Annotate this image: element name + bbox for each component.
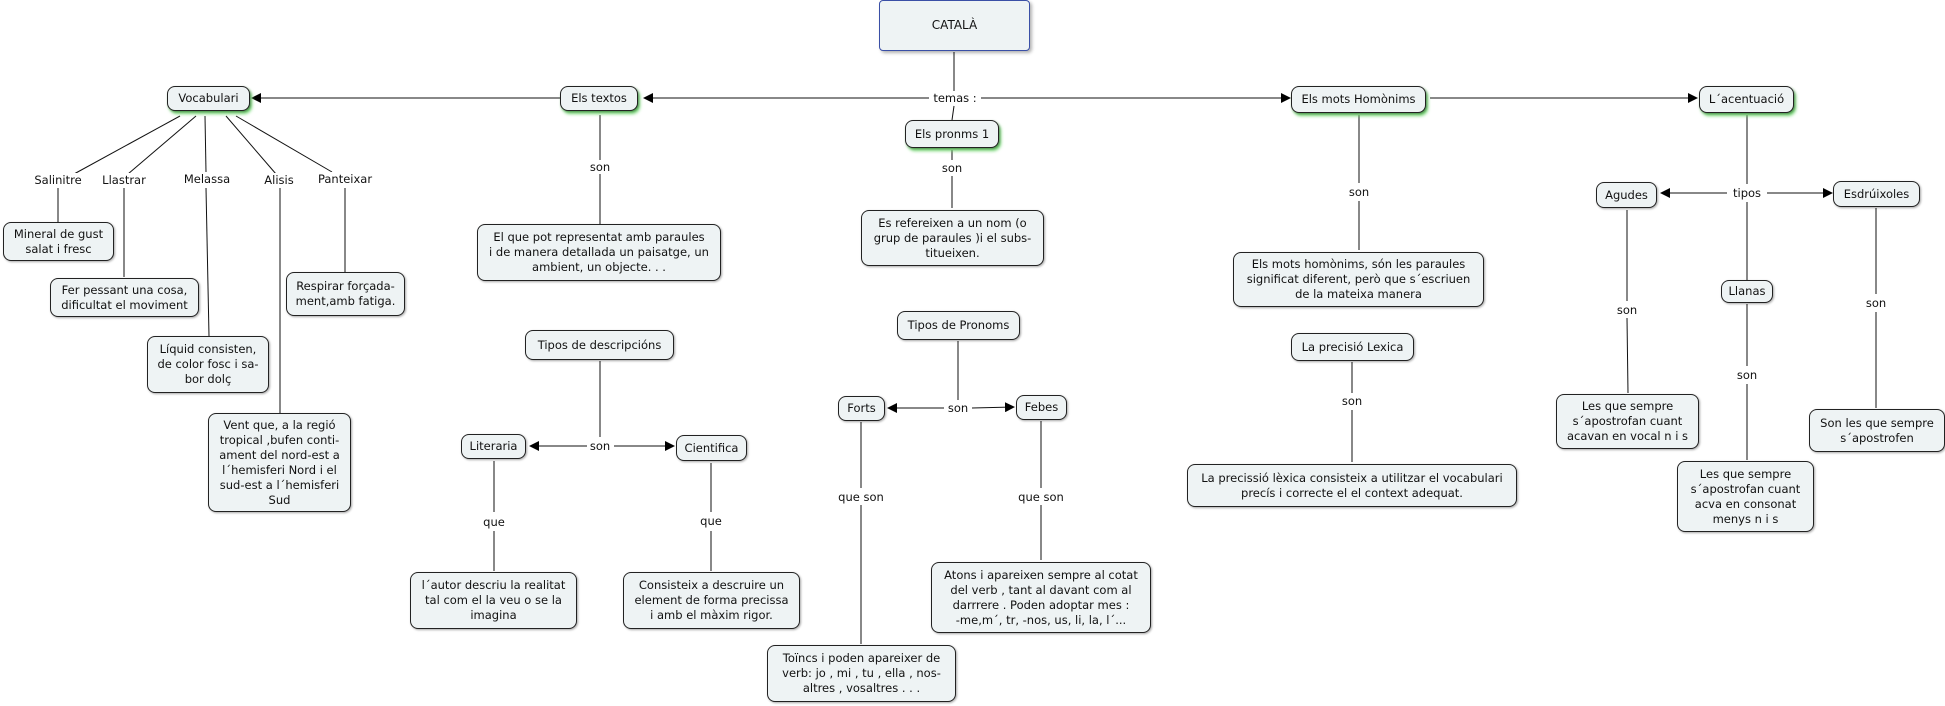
link-cientifica-que: que — [698, 514, 724, 528]
node-literaria[interactable]: Literaria — [461, 434, 526, 459]
root-node[interactable]: CATALÀ — [879, 0, 1030, 51]
node-llanas[interactable]: Llanas — [1721, 280, 1773, 303]
term-llastrar: Llastrar — [100, 173, 148, 187]
link-textos-son: son — [587, 160, 613, 174]
node-tipos-pronoms[interactable]: Tipos de Pronoms — [897, 311, 1020, 340]
term-melassa: Melassa — [181, 172, 233, 186]
node-agudes[interactable]: Agudes — [1596, 182, 1657, 208]
def-els-textos[interactable]: El que pot representat amb paraules i de… — [477, 224, 721, 281]
link-llanas-son: son — [1734, 368, 1760, 382]
node-els-textos[interactable]: Els textos — [560, 86, 638, 111]
def-precisio-lexica[interactable]: La precissió lèxica consisteix a utilitz… — [1187, 464, 1517, 507]
term-salinitre: Salinitre — [32, 173, 84, 187]
node-febes[interactable]: Febes — [1016, 395, 1067, 420]
node-cientifica[interactable]: Cientifica — [676, 435, 747, 461]
def-mots-homonims[interactable]: Els mots homònims, són les paraules sign… — [1233, 252, 1484, 307]
node-tipos-descripcions[interactable]: Tipos de descripcións — [525, 330, 674, 360]
def-llanas[interactable]: Les que sempre s´apostrofan cuant acva e… — [1677, 461, 1814, 532]
link-tipos-son: son — [587, 439, 613, 453]
link-accent-tipos: tipos — [1730, 186, 1764, 200]
node-mots-homonims[interactable]: Els mots Homònims — [1291, 86, 1426, 113]
def-melassa[interactable]: Líquid consisten, de color fosc i sa- bo… — [147, 336, 269, 393]
def-alisis[interactable]: Vent que, a la regió tropical ,bufen con… — [208, 413, 351, 512]
link-literaria-que: que — [481, 515, 507, 529]
link-esdruixoles-son: son — [1863, 296, 1889, 310]
def-forts[interactable]: Toïncs i poden apareixer de verb: jo , m… — [767, 645, 956, 702]
term-alisis: Alisis — [262, 173, 296, 187]
node-precisio-lexica[interactable]: La precisió Lexica — [1291, 333, 1414, 361]
link-tipus-pronoms-son: son — [945, 401, 971, 415]
node-forts[interactable]: Forts — [838, 396, 885, 421]
node-els-pronoms[interactable]: Els pronms 1 — [905, 120, 999, 148]
link-precisio-son: son — [1339, 394, 1365, 408]
link-forts-que-son: que son — [836, 490, 886, 504]
def-agudes[interactable]: Les que sempre s´apostrofan cuant acavan… — [1556, 394, 1699, 449]
node-accentuacio[interactable]: L´acentuació — [1699, 86, 1794, 113]
def-esdruixoles[interactable]: Son les que sempre s´apostrofen — [1809, 409, 1945, 452]
def-cientifica[interactable]: Consisteix a descruire un element de for… — [623, 572, 800, 629]
node-vocabulari[interactable]: Vocabulari — [167, 86, 250, 111]
def-panteixar[interactable]: Respirar forçada- ment,amb fatiga. — [286, 272, 405, 316]
link-homonims-son: son — [1346, 185, 1372, 199]
def-literaria[interactable]: l´autor descriu la realitat tal com el l… — [410, 572, 577, 629]
link-febes-que-son: que son — [1016, 490, 1066, 504]
def-els-pronoms[interactable]: Es refereixen a un nom (o grup de paraul… — [861, 210, 1044, 266]
node-esdruixoles[interactable]: Esdrúixoles — [1833, 181, 1920, 207]
def-salinitre[interactable]: Mineral de gust salat i fresc — [3, 222, 114, 261]
def-llastrar[interactable]: Fer pessant una cosa, dificultat el movi… — [50, 278, 199, 317]
link-temas: temas : — [931, 91, 979, 105]
term-panteixar: Panteixar — [315, 172, 375, 186]
def-febes[interactable]: Atons i apareixen sempre al cotat del ve… — [931, 562, 1151, 633]
link-pronoms-son: son — [939, 161, 965, 175]
link-agudes-son: son — [1614, 303, 1640, 317]
